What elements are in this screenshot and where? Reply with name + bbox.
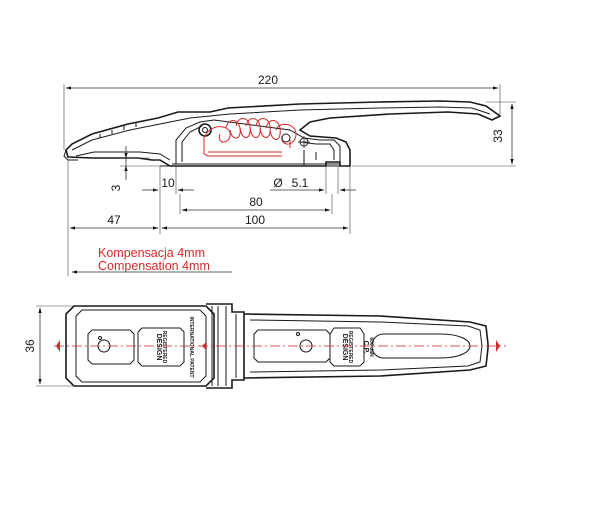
window-mid xyxy=(137,327,185,367)
dim-36: 36 xyxy=(23,339,37,353)
window-lever xyxy=(253,329,331,363)
axis-marker-right xyxy=(496,340,500,352)
dim-220: 220 xyxy=(258,73,278,87)
marking-design-left: DESIGN xyxy=(155,334,162,361)
note-english: Compensation 4mm xyxy=(98,259,210,273)
dim-100: 100 xyxy=(245,213,265,227)
top-view: DESIGN REGISTERED INTERNATIONAL PATENT D… xyxy=(54,303,506,389)
marking-design-right: DESIGN xyxy=(341,334,348,361)
hook-tip xyxy=(63,149,78,161)
housing-inner xyxy=(181,125,335,162)
marking-load-value: 600 daN xyxy=(368,337,374,357)
marking-load-label: C.P. xyxy=(362,341,369,354)
base-plate xyxy=(160,163,350,167)
rivet-left xyxy=(98,336,102,340)
side-view xyxy=(63,100,502,167)
marking-registered-right: REGISTERED xyxy=(347,331,353,364)
window-right xyxy=(329,327,365,367)
housing xyxy=(175,119,341,164)
marking-patent: INTERNATIONAL PATENT xyxy=(188,316,194,377)
hinge-pin-inner xyxy=(202,127,208,133)
top-dimensions: 36 xyxy=(23,305,74,387)
lever-outline xyxy=(65,100,502,167)
base-inner xyxy=(75,309,207,383)
dim-3: 3 xyxy=(109,184,123,191)
note-polish: Kompensacja 4mm xyxy=(98,246,205,260)
dim-10: 10 xyxy=(161,176,175,190)
window-left xyxy=(87,329,135,365)
mount-hole-cross xyxy=(298,136,310,148)
pivot-circle xyxy=(281,133,291,143)
rivet-right xyxy=(296,332,300,336)
dim-33: 33 xyxy=(491,129,505,143)
lever-inner-top xyxy=(71,106,491,151)
side-dimensions: 220 33 3 10 Ø 5.1 80 xyxy=(63,73,516,276)
lever-slot xyxy=(371,333,471,359)
dim-diameter: 5.1 xyxy=(292,176,309,190)
dim-47: 47 xyxy=(107,213,121,227)
marking-registered-left: REGISTERED xyxy=(161,331,167,364)
compensation-note: Kompensacja 4mm Compensation 4mm xyxy=(71,246,232,274)
axis-marker-left xyxy=(56,340,60,352)
spring xyxy=(203,118,297,157)
dim-diameter-symbol: Ø xyxy=(273,176,282,190)
axis-marker-mid xyxy=(202,342,206,350)
dim-80: 80 xyxy=(249,195,263,209)
lever-inner-bottom xyxy=(75,151,171,161)
lever-notches xyxy=(99,123,137,138)
base-outline xyxy=(65,305,215,387)
